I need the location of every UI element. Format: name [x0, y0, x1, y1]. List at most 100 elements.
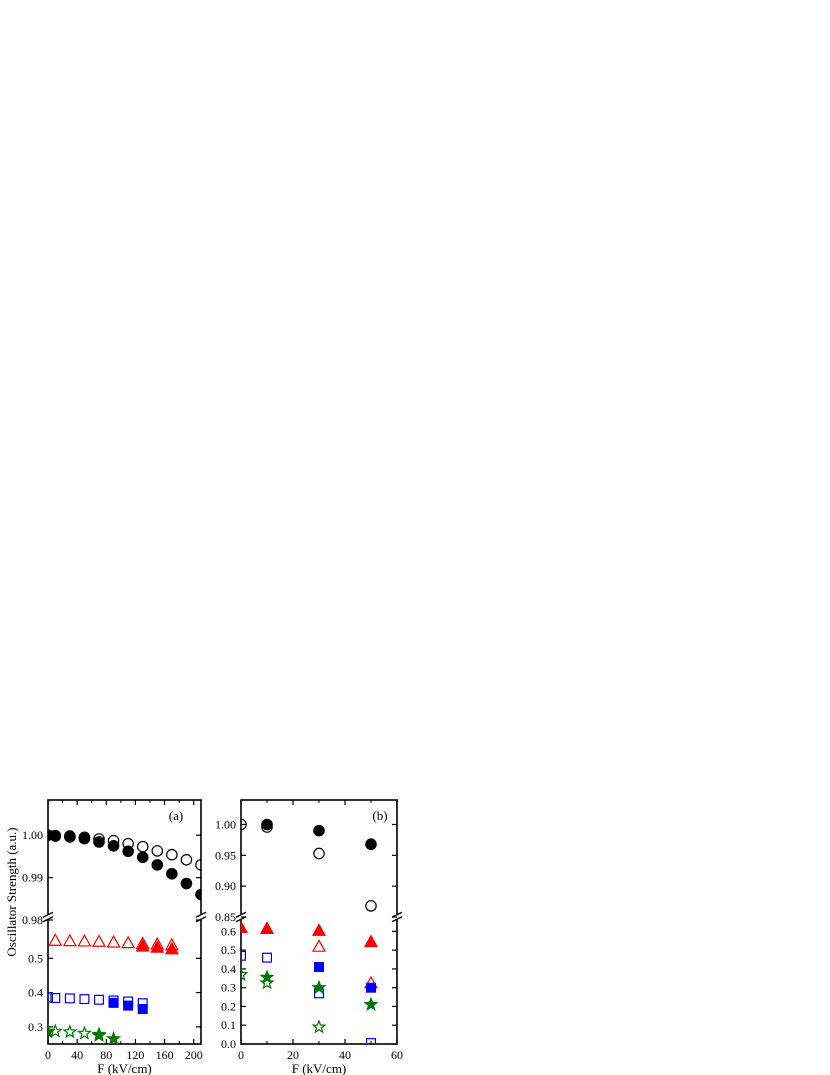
axis-break-mark — [42, 911, 54, 918]
axis-break-gap — [43, 914, 53, 920]
y-tick-label: 0.3 — [28, 1020, 43, 1034]
markers — [48, 829, 201, 1044]
axis-break-mark — [235, 911, 247, 918]
x-tick-label: 160 — [156, 1048, 174, 1062]
y-tick-label: 1.00 — [215, 818, 236, 832]
data-point-star-open — [241, 966, 249, 981]
data-point-circle-open — [166, 848, 178, 861]
data-point-square-open — [137, 998, 148, 1009]
data-point-circle-open — [151, 845, 164, 857]
data-point-triangle-filled — [259, 921, 275, 934]
data-point-circle-filled — [136, 851, 149, 864]
data-point-triangle-filled — [363, 934, 379, 948]
data-point-circle-filled — [313, 824, 325, 837]
x-tick-label: 0 — [238, 1048, 244, 1062]
data-point-triangle-open — [91, 934, 107, 947]
data-point-triangle-open — [311, 939, 327, 952]
y-tick-label: 0.5 — [221, 943, 236, 957]
axis-break-mark — [391, 916, 403, 923]
data-point-star-filled — [311, 979, 327, 995]
y-tick-label: 0.90 — [215, 879, 236, 893]
data-point-star-filled — [48, 1024, 56, 1039]
x-tick-label: 200 — [185, 1048, 203, 1062]
data-point-circle-open — [78, 831, 91, 844]
x-axis-title: F (kV/cm) — [97, 1061, 152, 1075]
data-point-circle-open — [365, 900, 377, 912]
x-tick-label: 40 — [71, 1048, 83, 1062]
data-point-circle-filled — [93, 836, 105, 848]
data-point-circle-open — [48, 829, 54, 841]
data-point-circle-filled — [180, 877, 193, 890]
data-point-star-open — [62, 1024, 78, 1039]
data-point-circle-open — [107, 834, 120, 847]
data-point-circle-open — [93, 833, 105, 845]
data-point-triangle-open — [164, 937, 179, 951]
data-point-square-filled — [108, 997, 119, 1008]
data-point-square-open — [108, 995, 119, 1006]
data-point-star-open — [76, 1025, 92, 1040]
data-point-circle-open — [180, 853, 193, 866]
data-point-square-open — [48, 992, 53, 1003]
data-point-circle-open — [122, 837, 134, 850]
data-point-triangle-open — [77, 933, 92, 947]
y-tick-label: 1.00 — [22, 828, 43, 842]
data-point-square-filled — [314, 962, 325, 973]
x-tick-label: 120 — [126, 1048, 144, 1062]
data-point-circle-open — [241, 818, 247, 831]
y-tick-label: 0.2 — [221, 999, 236, 1013]
data-point-square-filled — [137, 1004, 148, 1015]
data-point-star-open — [311, 1019, 327, 1034]
y-tick-label: 0.3 — [221, 981, 236, 995]
data-point-circle-open — [313, 847, 325, 860]
data-point-circle-filled — [195, 888, 201, 901]
data-point-triangle-open — [121, 935, 136, 949]
data-point-circle-filled — [365, 838, 377, 851]
data-point-star-filled — [106, 1030, 122, 1044]
axis-break-mark — [195, 911, 207, 918]
panel-label: (a) — [169, 808, 183, 823]
y-tick-label: 0.99 — [22, 871, 43, 885]
y-tick-label: 0.4 — [221, 962, 236, 976]
data-point-square-open — [64, 993, 75, 1004]
data-point-square-open — [123, 996, 134, 1007]
data-point-square-open — [93, 994, 104, 1005]
panel-label: (b) — [372, 808, 387, 823]
x-tick-label: 60 — [391, 1048, 403, 1062]
panel-b: 0 20 40 60 0.85 0.90 0.95 1.00 0.0 0.1 0.2 0.3 0.4 0.… — [215, 799, 403, 1075]
y-tick-label: 0.4 — [28, 986, 43, 1000]
axis-break-mark — [195, 916, 207, 923]
data-point-square-open — [50, 993, 61, 1004]
y-tick-label: 0.95 — [215, 848, 236, 862]
data-point-circle-filled — [166, 867, 178, 880]
x-tick-label: 20 — [287, 1048, 299, 1062]
axis-break-gap — [196, 914, 206, 920]
plot-frame — [47, 799, 202, 1045]
data-point-triangle-filled — [241, 920, 249, 934]
y-axis-title: Oscillator Strength (a.u.) — [4, 827, 19, 956]
axis-break-mark — [42, 916, 54, 923]
data-point-star-open — [48, 1023, 63, 1038]
data-point-circle-open — [64, 830, 76, 842]
data-point-triangle-open — [106, 934, 121, 948]
y-tick-label: 0.1 — [221, 1018, 236, 1032]
data-point-square-filled — [366, 982, 377, 993]
data-point-circle-open — [261, 821, 273, 833]
data-point-triangle-open — [135, 936, 150, 949]
data-point-triangle-open — [150, 936, 165, 950]
x-tick-label: 40 — [339, 1048, 351, 1062]
markers — [241, 818, 379, 1044]
data-point-star-open — [259, 975, 275, 990]
y-tick-label: 0.98 — [22, 913, 43, 927]
y-tick-label: 0.0 — [221, 1037, 236, 1051]
data-point-star-open — [91, 1026, 107, 1041]
data-point-circle-open — [136, 840, 149, 853]
data-point-circle-filled — [151, 859, 164, 871]
data-point-triangle-filled — [164, 941, 179, 955]
y-tick-label: 0.85 — [215, 910, 236, 924]
data-point-circle-open — [195, 859, 201, 871]
data-point-star-filled — [363, 996, 379, 1011]
y-tick-label: 0.6 — [221, 924, 236, 938]
x-axis-title: F (kV/cm) — [292, 1061, 347, 1075]
data-point-circle-filled — [261, 818, 273, 831]
